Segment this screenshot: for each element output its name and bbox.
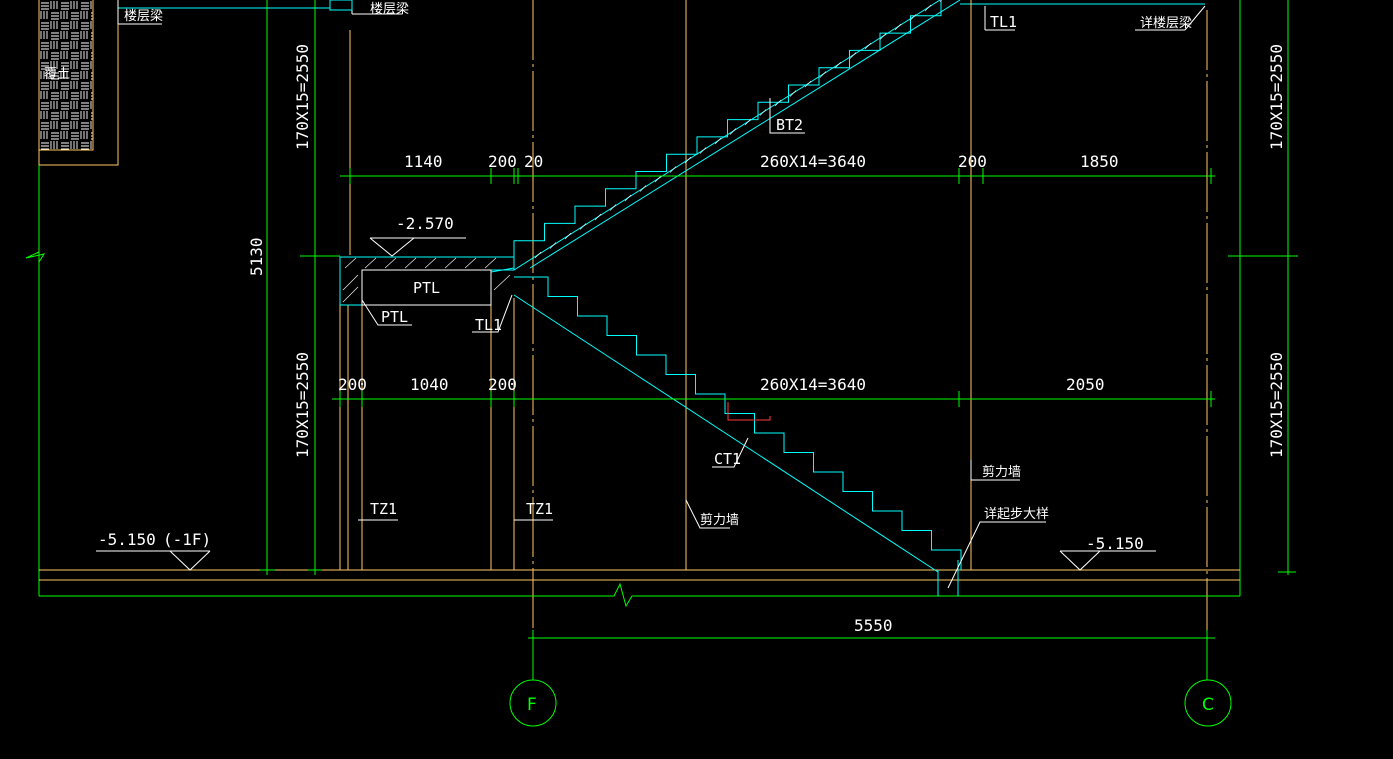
hatch-mark xyxy=(879,33,887,40)
tl1-top-label: TL1 xyxy=(990,13,1017,31)
hatch-mark xyxy=(894,23,902,31)
dimension-total xyxy=(528,630,1215,646)
dim-top-200: 200 xyxy=(488,152,517,171)
dim-left-lower: 170X15=2550 xyxy=(293,352,312,458)
hatch-mark xyxy=(669,166,677,173)
dim-bottom-200b: 200 xyxy=(488,375,517,394)
hatch-mark xyxy=(609,204,617,211)
hatch-mark xyxy=(849,52,857,59)
upper-flight-hatch xyxy=(534,0,942,259)
cover-soil-hatch: 覆土 xyxy=(38,0,119,166)
dimension-left xyxy=(260,255,340,571)
dimension-row-top xyxy=(340,168,1215,184)
hatch-mark xyxy=(564,232,572,240)
dim-bottom-1040: 1040 xyxy=(410,375,449,394)
dim-top-steps: 260X14=3640 xyxy=(760,152,866,171)
tz1-left-label: TZ1 xyxy=(370,500,397,518)
elevation-floor-left xyxy=(96,550,211,571)
tl1-mid-label: TL1 xyxy=(475,316,502,334)
hatch-mark xyxy=(819,71,827,78)
ptl-leader-label: PTL xyxy=(381,308,408,326)
axis-bubble-f: F xyxy=(509,679,557,727)
hatch-mark xyxy=(864,42,872,50)
floor-beam-detail-label: 详楼层梁 xyxy=(1140,16,1192,31)
dimension-row-bottom xyxy=(332,391,1215,407)
dim-left-upper: 170X15=2550 xyxy=(293,44,312,150)
hatch-mark xyxy=(534,251,542,259)
hatch-mark xyxy=(684,156,692,164)
dim-right-upper: 170X15=2550 xyxy=(1267,44,1286,150)
elevation-landing xyxy=(369,237,466,257)
elevation-landing-label: -2.570 xyxy=(396,214,454,233)
elevation-floor-right xyxy=(1059,550,1156,571)
dimension-right xyxy=(1228,0,1298,575)
hatch-mark xyxy=(624,194,632,202)
start-step-detail-label: 详起步大样 xyxy=(984,507,1049,522)
hatch-mark xyxy=(774,99,782,107)
bt2-label: BT2 xyxy=(776,116,803,134)
hatch-mark xyxy=(594,213,602,221)
hatch-mark xyxy=(579,223,587,230)
dim-total-5550: 5550 xyxy=(854,616,893,635)
elevation-floor-left-tag: (-1F) xyxy=(163,530,211,549)
hatch-mark xyxy=(654,175,662,183)
top-beam-labels: 楼层梁 楼层梁 TL1 详楼层梁 xyxy=(117,0,1206,31)
axis-leader-lines xyxy=(532,646,1208,680)
axis-c-label: C xyxy=(1202,695,1214,715)
tz1-right-label: TZ1 xyxy=(526,500,553,518)
hatch-mark xyxy=(789,90,797,97)
hatch-mark xyxy=(834,61,842,69)
shear-wall-right-label: 剪力墙 xyxy=(982,464,1021,480)
floor-beam-left-label: 楼层梁 xyxy=(124,9,163,24)
floor-beam-mid-label: 楼层梁 xyxy=(370,2,409,17)
hatch-mark xyxy=(549,242,557,249)
upper-flight-bt2 xyxy=(513,0,961,271)
axis-bubble-c: C xyxy=(1184,679,1232,727)
dim-bottom-2050: 2050 xyxy=(1066,375,1105,394)
axis-f-label: F xyxy=(527,695,537,715)
hatch-mark xyxy=(744,118,752,126)
landing-slab: PTL xyxy=(339,256,515,306)
dim-left-5130: 5130 xyxy=(247,237,266,276)
floor-slab xyxy=(39,560,1240,608)
hatch-mark xyxy=(909,14,917,21)
dim-top-1140: 1140 xyxy=(404,152,443,171)
hatch-mark xyxy=(804,80,812,88)
ptl-beam-label: PTL xyxy=(413,279,440,297)
hatch-mark xyxy=(699,147,707,154)
elevation-floor-right-label: -5.150 xyxy=(1086,534,1144,553)
cover-soil-label: 覆土 xyxy=(44,67,70,82)
dim-top-200b: 200 xyxy=(958,152,987,171)
ct1-label: CT1 xyxy=(714,450,741,468)
dim-bottom-200: 200 xyxy=(338,375,367,394)
hatch-mark xyxy=(639,185,647,192)
elevation-floor-left-label: -5.150 xyxy=(98,530,156,549)
dim-right-lower: 170X15=2550 xyxy=(1267,352,1286,458)
leaders xyxy=(358,98,1046,589)
red-marker xyxy=(727,402,771,421)
dim-bottom-steps: 260X14=3640 xyxy=(760,375,866,394)
hatch-mark xyxy=(759,109,767,116)
structure-lines xyxy=(38,0,1241,640)
hatch-mark xyxy=(924,4,932,12)
hatch-mark xyxy=(729,128,737,135)
dim-top-1850: 1850 xyxy=(1080,152,1119,171)
hatch-mark xyxy=(714,137,722,145)
lower-flight-ct1 xyxy=(513,276,962,573)
break-symbol-left xyxy=(25,240,46,280)
hatch-mark xyxy=(939,0,942,2)
dim-top-20: 20 xyxy=(524,152,543,171)
shear-wall-mid-label: 剪力墙 xyxy=(700,512,739,528)
